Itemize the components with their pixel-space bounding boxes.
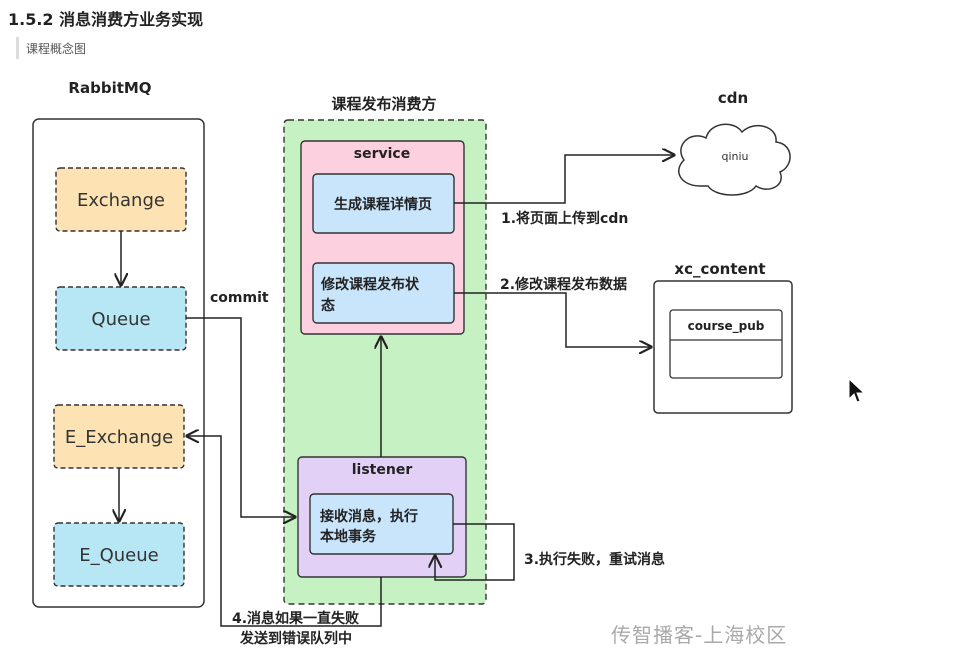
watermark: 传智播客-上海校区 bbox=[611, 623, 788, 647]
rabbitmq-title: RabbitMQ bbox=[68, 79, 151, 97]
receive-message-label-line1: 接收消息，执行 bbox=[320, 508, 418, 525]
step3-label: 3.执行失败，重试消息 bbox=[524, 551, 665, 568]
cdn-cloud bbox=[678, 123, 791, 196]
update-status-task bbox=[312, 262, 455, 324]
edge-retry-loop bbox=[435, 523, 515, 581]
update-status-label-line1: 修改课程发布状 bbox=[320, 276, 420, 293]
edge-listener-to-e-exchange bbox=[187, 436, 382, 627]
step4-label-line2: 发送到错误队列中 bbox=[239, 630, 352, 647]
page-title: 1.5.2 消息消费方业务实现 bbox=[8, 10, 204, 29]
edge-queue-to-listener bbox=[186, 317, 295, 517]
edge-generate-page-to-cdn bbox=[454, 155, 674, 204]
update-status-label-line2: 态 bbox=[321, 297, 335, 314]
e-queue-node bbox=[53, 522, 185, 587]
listener-title: listener bbox=[352, 462, 413, 478]
rabbitmq-container bbox=[32, 118, 205, 608]
receive-message-label-line2: 本地事务 bbox=[320, 528, 377, 545]
step4-label-line1: 4.消息如果一直失败 bbox=[232, 610, 360, 627]
step1-label: 1.将页面上传到cdn bbox=[501, 210, 628, 227]
service-title: service bbox=[354, 146, 410, 162]
e-exchange-label: E_Exchange bbox=[65, 427, 173, 448]
generate-page-label: 生成课程详情页 bbox=[334, 196, 432, 213]
course-pub-table bbox=[669, 309, 783, 379]
e-queue-label: E_Queue bbox=[79, 545, 159, 566]
cdn-title: cdn bbox=[718, 89, 748, 107]
exchange-label: Exchange bbox=[77, 190, 165, 211]
step2-label: 2.修改课程发布数据 bbox=[500, 276, 627, 293]
xc-content-title: xc_content bbox=[674, 260, 765, 278]
mouse-pointer-icon bbox=[848, 378, 866, 403]
queue-label: Queue bbox=[91, 309, 150, 330]
commit-label: commit bbox=[210, 290, 269, 306]
section-caption: 课程概念图 bbox=[26, 42, 87, 56]
edge-update-status-to-xc-content bbox=[454, 292, 651, 347]
consumer-title: 课程发布消费方 bbox=[331, 95, 436, 113]
quote-bar bbox=[16, 37, 19, 59]
course-pub-label: course_pub bbox=[688, 319, 765, 334]
cdn-cloud-label: qiniu bbox=[721, 150, 748, 163]
